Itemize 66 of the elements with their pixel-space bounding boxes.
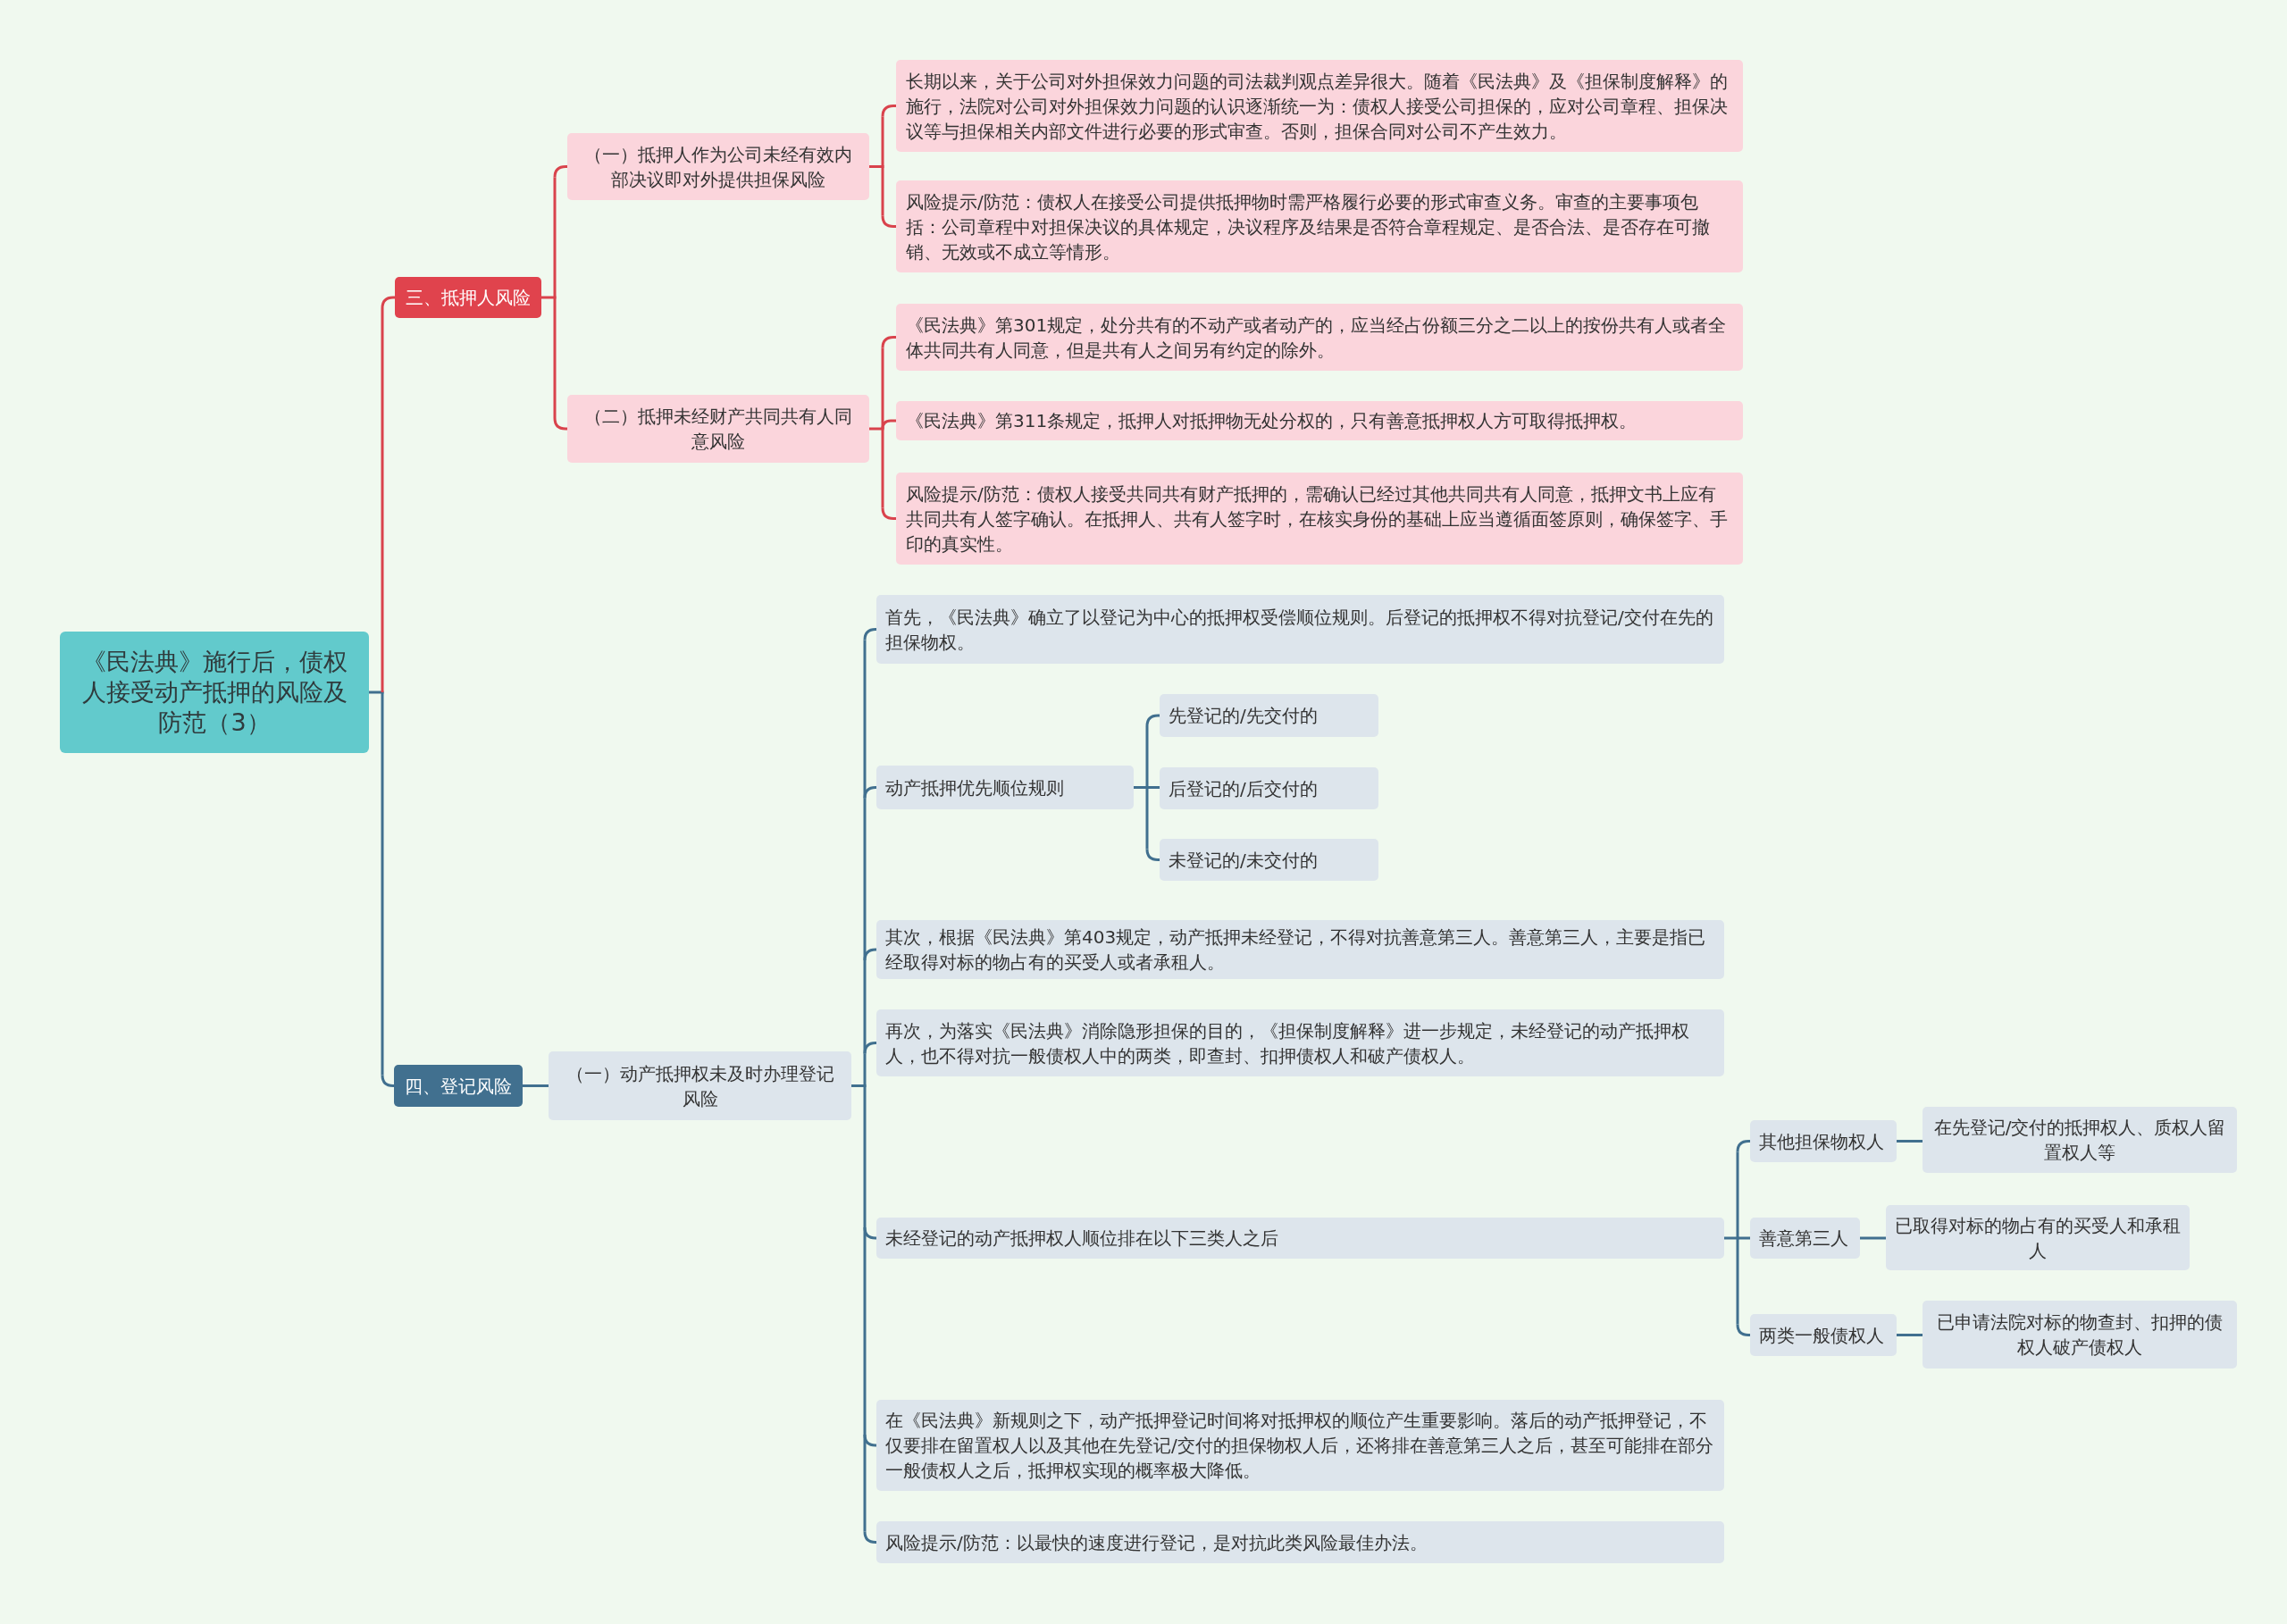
connector-line xyxy=(1145,714,1160,727)
connector-line xyxy=(381,692,384,1076)
connector-line xyxy=(863,640,867,799)
connector-line xyxy=(881,336,896,348)
detail-note: 善意第三人 xyxy=(1750,1218,1860,1259)
connector-line xyxy=(881,105,896,117)
connector-line xyxy=(1897,1334,1923,1336)
connector-line xyxy=(553,297,557,418)
detail-note: 已取得对标的物占有的买受人和承租人 xyxy=(1886,1205,2190,1270)
connector-line xyxy=(381,1075,395,1087)
detail-note: 首先，《民法典》确立了以登记为中心的抵押权受偿顺位规则。后登记的抵押权不得对抗登记/交付在先的担保物权。 xyxy=(876,595,1724,664)
detail-note: 未登记的/未交付的 xyxy=(1160,839,1378,881)
connector-line xyxy=(881,429,884,508)
connector-line xyxy=(863,1053,867,1086)
subtopic: （一）动产抵押权未及时办理登记风险 xyxy=(549,1051,851,1120)
detail-note: 两类一般债权人 xyxy=(1750,1314,1897,1356)
detail-note: 先登记的/先交付的 xyxy=(1160,694,1378,737)
connector-line xyxy=(1736,1238,1739,1325)
connector-line xyxy=(1145,787,1149,850)
subtopic: （一）抵押人作为公司未经有效内部决议即对外提供担保风险 xyxy=(567,133,869,200)
detail-note: 《民法典》第301规定，处分共有的不动产或者动产的，应当经占份额三分之二以上的按份共有人或者全体共同共有人同意，但是共有人之间另有约定的除外。 xyxy=(896,304,1743,371)
branch-topic: 四、登记风险 xyxy=(394,1065,523,1107)
connector-line xyxy=(1897,1140,1923,1143)
connector-line xyxy=(1736,1324,1750,1336)
central-topic: 《民法典》施行后，债权人接受动产抵押的风险及防范（3） xyxy=(60,632,369,753)
detail-note: 未经登记的动产抵押权人顺位排在以下三类人之后 xyxy=(876,1218,1724,1259)
connector-line xyxy=(863,1085,867,1227)
connector-line xyxy=(1736,1140,1750,1152)
detail-note: 已申请法院对标的物查封、扣押的债权人破产债权人 xyxy=(1923,1301,2237,1369)
connector-line xyxy=(863,786,877,799)
connector-line xyxy=(863,628,877,640)
detail-note: 长期以来，关于公司对外担保效力问题的司法裁判观点差异很大。随着《民法典》及《担保制度解释》的施行，法院对公司对外担保效力问题的认识逐渐统一为：债权人接受公司担保的，应对公司章程、担保决议等与担保相关内部文件进行必要的形式审查。否则，担保合同对公司不产生效力。 xyxy=(896,60,1743,152)
detail-note: 其次，根据《民法典》第403规定，动产抵押未经登记，不得对抗善意第三人。善意第三人，主要是指已经取得对标的物占有的买受人或者承租人。 xyxy=(876,920,1724,979)
connector-line xyxy=(863,1435,867,1532)
connector-line xyxy=(381,296,395,309)
detail-note: 动产抵押优先顺位规则 xyxy=(876,766,1134,809)
connector-line xyxy=(1736,1151,1739,1238)
connector-line xyxy=(881,215,896,228)
connector-line xyxy=(1145,849,1160,861)
connector-line xyxy=(1145,726,1149,788)
connector-line xyxy=(553,417,567,431)
detail-note: 其他担保物权人 xyxy=(1750,1120,1897,1162)
subtopic: （二）抵押未经财产共同共有人同意风险 xyxy=(567,395,869,463)
connector-line xyxy=(881,116,884,167)
detail-note: 《民法典》第311条规定，抵押人对抵押物无处分权的，只有善意抵押权人方可取得抵押权。 xyxy=(896,401,1743,440)
detail-note: 风险提示/防范：债权人在接受公司提供抵押物时需严格履行必要的形式审查义务。审查的主要事项包括：公司章程中对担保决议的具体规定，决议程序及结果是否符合章程规定、是否合法、是否存在可撤销、无效或不成立等情形。 xyxy=(896,180,1743,272)
connector-line xyxy=(863,798,867,960)
connector-line xyxy=(1860,1236,1886,1240)
connector-line xyxy=(881,166,884,216)
detail-note: 在《民法典》新规则之下，动产抵押登记时间将对抵押权的顺位产生重要影响。落后的动产抵押登记，不仅要排在留置权人以及其他在先登记/交付的担保物权人后，还将排在善意第三人之后，甚至可能排在部分一般债权人之后，抵押权实现的概率极大降低。 xyxy=(876,1400,1724,1491)
connector-line xyxy=(881,507,896,520)
connector-line xyxy=(863,1042,877,1054)
detail-note: 风险提示/防范：以最快的速度进行登记，是对抗此类风险最佳办法。 xyxy=(876,1521,1724,1563)
connector-line xyxy=(881,347,884,429)
detail-note: 再次，为落实《民法典》消除隐形担保的目的，《担保制度解释》进一步规定，未经登记的动产抵押权人，也不得对抗一般债权人中的两类，即查封、扣押债权人和破产债权人。 xyxy=(876,1009,1724,1076)
branch-topic: 三、抵押人风险 xyxy=(395,277,541,318)
connector-line xyxy=(523,1084,549,1087)
connector-line xyxy=(381,308,384,692)
connector-line xyxy=(553,165,567,178)
detail-note: 在先登记/交付的抵押权人、质权人留置权人等 xyxy=(1923,1107,2237,1173)
detail-note: 后登记的/后交付的 xyxy=(1160,767,1378,809)
connector-line xyxy=(553,177,557,297)
detail-note: 风险提示/防范：债权人接受共同共有财产抵押的，需确认已经过其他共同共有人同意，抵押文书上应有共同共有人签字确认。在抵押人、共有人签字时，在核实身份的基础上应当遵循面签原则，确保签字、手印的真实性。 xyxy=(896,473,1743,565)
connector-line xyxy=(863,1227,867,1435)
connector-line xyxy=(863,960,867,1054)
connector-line xyxy=(863,1531,877,1544)
